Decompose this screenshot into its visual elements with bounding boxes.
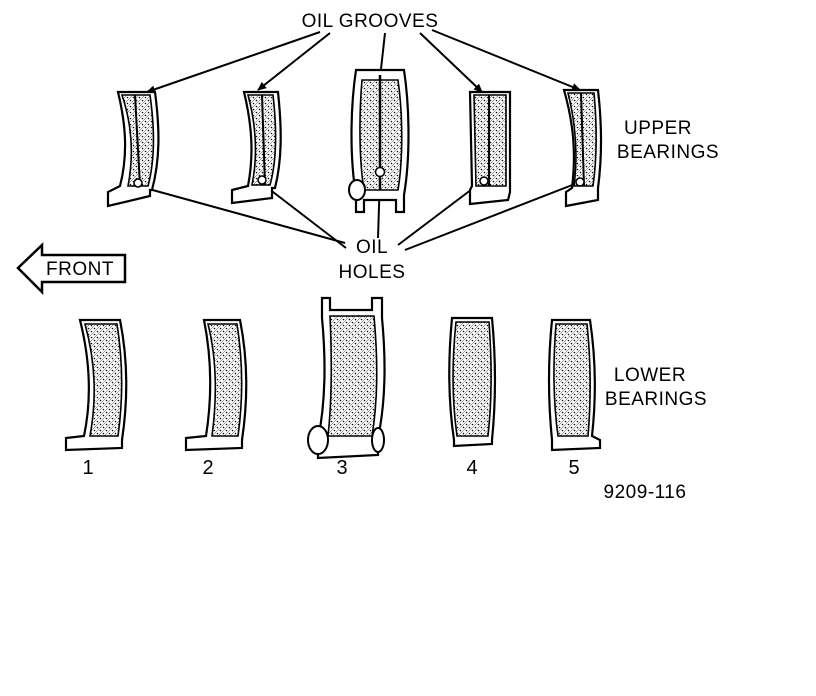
front-arrow: FRONT — [16, 242, 127, 296]
holes-label: HOLES — [339, 262, 406, 283]
oil-label: OIL — [356, 237, 388, 258]
upper-bearing-3 — [348, 68, 410, 214]
oil-groove-leaders — [146, 29, 581, 94]
oil-hole-1 — [133, 178, 143, 188]
lower-bearing-5 — [547, 318, 602, 452]
upper-bearing-2 — [230, 90, 282, 205]
bearing-number-3: 3 — [336, 457, 347, 479]
upper-bearing-1 — [106, 90, 160, 208]
oil-hole-3 — [374, 166, 386, 178]
figure-id-label: 9209-116 — [604, 482, 687, 503]
lower-bearing-2 — [184, 318, 248, 452]
bearing-number-5: 5 — [568, 457, 579, 479]
lower-bearing-3 — [307, 296, 386, 460]
bearing-number-2: 2 — [202, 457, 213, 479]
oil-hole-4 — [479, 176, 489, 186]
bearing-number-1: 1 — [82, 457, 93, 479]
upper-bearing-4 — [468, 90, 512, 206]
lower-bearings-label-line1: LOWER — [614, 365, 686, 386]
front-label: FRONT — [46, 259, 114, 280]
bearing-number-4: 4 — [466, 457, 477, 479]
oil-hole-2 — [257, 175, 267, 185]
lower-bearings-label-line2: BEARINGS — [605, 389, 707, 410]
lower-bearing-4 — [448, 316, 497, 448]
upper-bearings-label-line1: UPPER — [624, 118, 692, 139]
oil-hole-5 — [575, 177, 585, 187]
lower-bearing-1 — [64, 318, 128, 452]
oil-grooves-label: OIL GROOVES — [302, 11, 439, 32]
upper-bearing-5 — [562, 88, 603, 208]
upper-bearings-label-line2: BEARINGS — [617, 142, 719, 163]
